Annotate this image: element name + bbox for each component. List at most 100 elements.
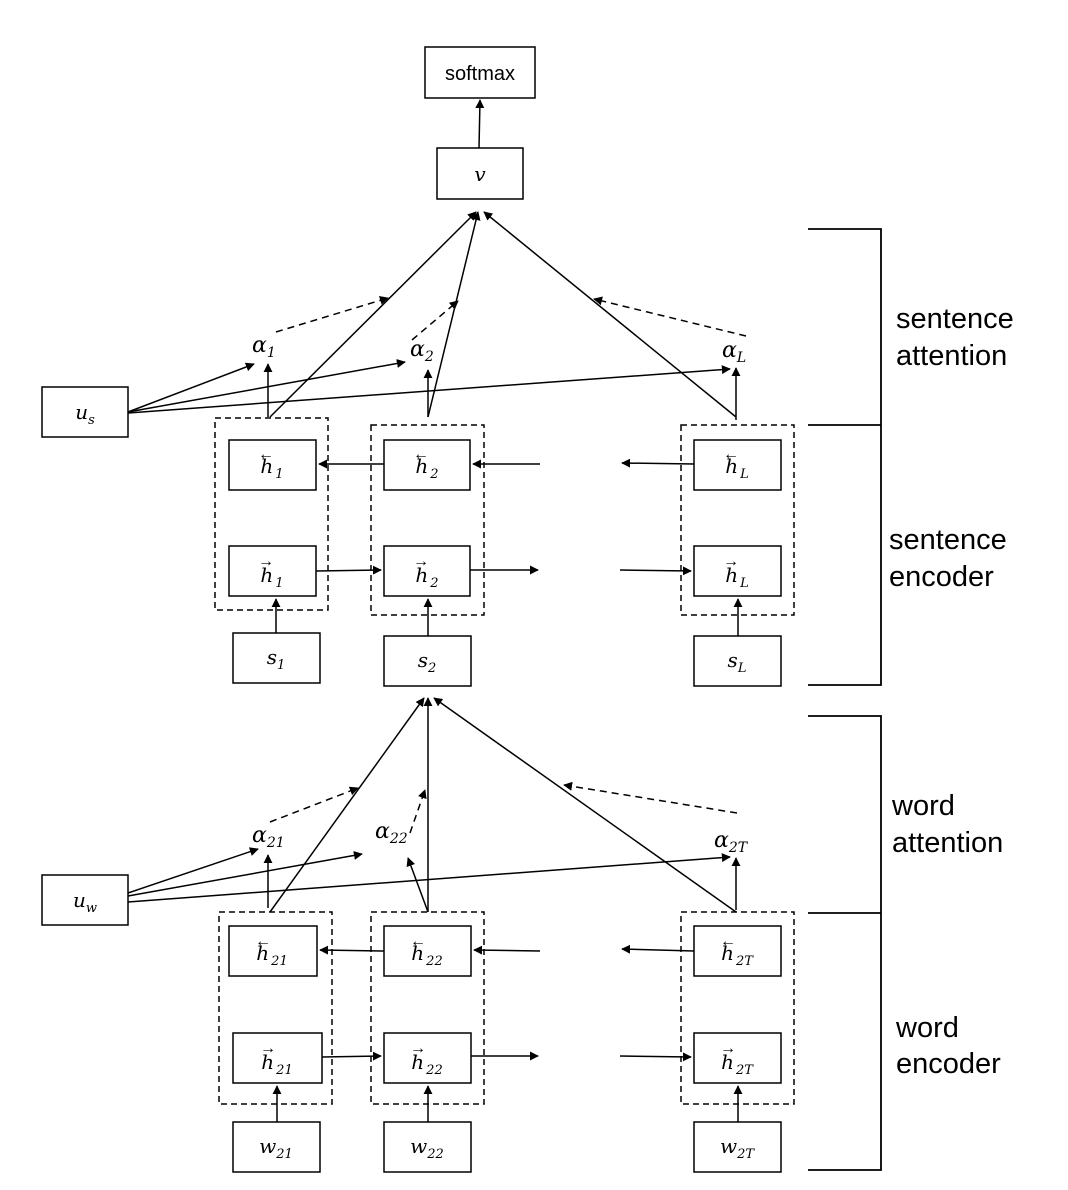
left-arrow-glyph: ← xyxy=(413,446,429,463)
arrow-hL-to-v xyxy=(483,211,737,418)
dashed-alpha21 xyxy=(269,786,359,823)
svg-text:hL: hL xyxy=(725,563,749,591)
svg-text:h21: h21 xyxy=(261,1050,292,1078)
arrow-h21-to-s2 xyxy=(269,697,425,913)
svg-text:h2: h2 xyxy=(415,454,438,482)
arrow-back-hL-gap xyxy=(621,458,695,468)
softmax-node: softmax xyxy=(424,46,536,99)
svg-text:hL: hL xyxy=(725,454,749,482)
svg-text:w22: w22 xyxy=(410,1134,444,1162)
svg-text:h1: h1 xyxy=(260,563,283,591)
arrow-us-to-alphaL xyxy=(127,365,731,414)
word-input-w21: w21 xyxy=(232,1121,321,1173)
dashed-alpha2T xyxy=(563,781,738,814)
svg-text:sL: sL xyxy=(728,648,747,676)
arrow-us-to-alpha1 xyxy=(127,362,255,413)
arrow-fwd-h1-h2 xyxy=(315,565,382,575)
arrow-uw-to-alpha21 xyxy=(127,847,259,894)
arrow-us-to-alpha2 xyxy=(127,359,406,413)
svg-text:sentence: sentence xyxy=(896,303,1014,335)
alpha-1: α1 xyxy=(252,333,276,361)
arrow-h2-to-v xyxy=(427,211,481,418)
right-arrow-glyph: → xyxy=(720,1040,736,1057)
svg-text:h2: h2 xyxy=(415,563,438,591)
arrow-word-fwd-h21-h22 xyxy=(321,1051,382,1061)
dashed-alpha1 xyxy=(275,296,389,333)
sentence-context-node: us xyxy=(41,386,129,438)
dashed-alpha22 xyxy=(409,789,427,834)
softmax-label: softmax xyxy=(445,63,515,85)
arrow-h2T-to-s2 xyxy=(433,697,737,913)
document-vector-label: v xyxy=(474,162,486,186)
right-arrow-glyph: → xyxy=(413,553,429,570)
left-arrow-glyph: ← xyxy=(410,933,426,950)
arrow-uw-to-alpha22 xyxy=(127,851,363,897)
left-arrow-glyph: ← xyxy=(255,933,271,950)
right-arrow-glyph: → xyxy=(258,553,274,570)
svg-text:h21: h21 xyxy=(256,941,287,969)
word-input-w22: w22 xyxy=(383,1121,472,1173)
svg-text:h2T: h2T xyxy=(721,1050,754,1078)
svg-text:encoder: encoder xyxy=(889,561,994,593)
svg-text:w2T: w2T xyxy=(720,1134,755,1162)
dashed-alphaL xyxy=(593,296,747,337)
svg-text:s1: s1 xyxy=(267,645,286,673)
arrow-word-back-gap-h22 xyxy=(473,945,541,955)
arrow-v-to-softmax xyxy=(475,99,485,149)
label-word-attention: word attention xyxy=(891,790,1003,859)
svg-text:word: word xyxy=(891,790,955,822)
arrow-word-fwd-gap-h2T xyxy=(619,1052,692,1062)
label-sentence-encoder: sentence encoder xyxy=(889,524,1007,593)
right-arrow-glyph: → xyxy=(410,1040,426,1057)
svg-text:h1: h1 xyxy=(260,454,283,482)
sentence-context-label: us xyxy=(75,400,95,428)
sentence-input-s1: s1 xyxy=(232,632,321,684)
label-sentence-attention: sentence attention xyxy=(896,303,1014,372)
left-arrow-glyph: ← xyxy=(723,446,739,463)
left-arrow-glyph: ← xyxy=(720,933,736,950)
svg-text:sentence: sentence xyxy=(889,524,1007,556)
arrow-word-back-h22-h21 xyxy=(319,945,385,955)
svg-text:attention: attention xyxy=(892,827,1003,859)
svg-text:s2: s2 xyxy=(418,648,437,676)
sentence-input-sL: sL xyxy=(693,635,782,687)
word-bracket xyxy=(808,715,882,1171)
alpha-L: αL xyxy=(722,338,746,366)
word-input-w2T: w2T xyxy=(693,1121,782,1173)
arrow-fwd-gap-hL xyxy=(619,566,692,576)
svg-text:h2T: h2T xyxy=(721,941,754,969)
word-context-label: uw xyxy=(73,888,97,916)
dashed-alpha2 xyxy=(411,300,459,341)
alpha-2: α2 xyxy=(410,337,434,365)
alpha-22: α22 xyxy=(375,819,408,847)
left-arrow-glyph: ← xyxy=(258,446,274,463)
right-arrow-glyph: → xyxy=(723,553,739,570)
arrow-word-back-h2T-gap xyxy=(621,944,695,954)
alpha-21: α21 xyxy=(252,823,285,851)
svg-text:h22: h22 xyxy=(411,941,442,969)
svg-text:word: word xyxy=(895,1012,959,1044)
sentence-bracket xyxy=(808,228,882,686)
word-context-node: uw xyxy=(41,874,129,926)
arrow-uw-to-alpha2T xyxy=(127,853,731,903)
right-arrow-glyph: → xyxy=(260,1040,276,1057)
arrow-h22-to-alpha22 xyxy=(406,857,429,913)
arrow-h1-to-v xyxy=(269,211,477,418)
svg-text:w21: w21 xyxy=(259,1134,293,1162)
sentence-encoder-group xyxy=(214,417,795,616)
label-word-encoder: word encoder xyxy=(895,1012,1001,1080)
sentence-input-s2: s2 xyxy=(383,635,472,687)
svg-text:h22: h22 xyxy=(411,1050,442,1078)
